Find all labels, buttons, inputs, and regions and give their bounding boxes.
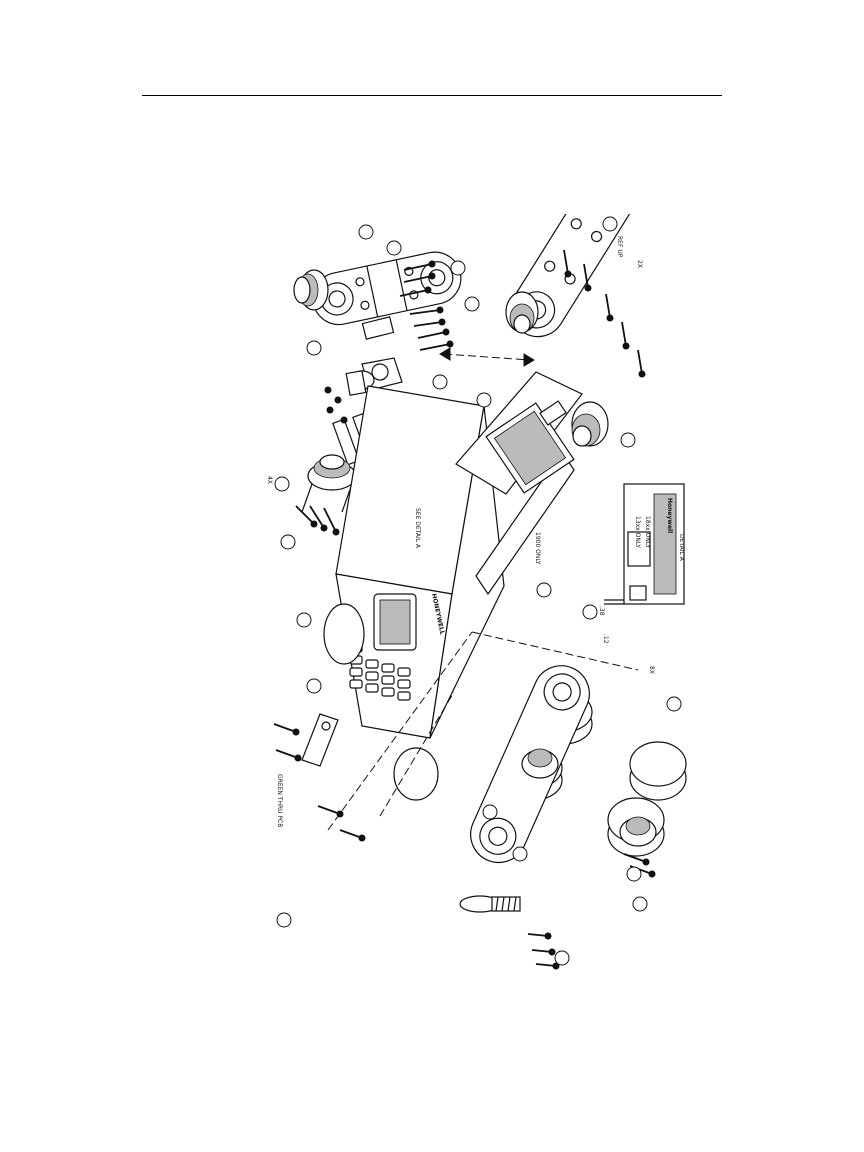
spring (460, 896, 520, 912)
double-arrow (440, 348, 534, 366)
label-mark-4x: 4X (266, 476, 273, 484)
label-mark-2x: 2X (636, 260, 643, 268)
strap-bracket (302, 714, 338, 766)
label-only-18: 18xx ONLY (644, 516, 651, 548)
label-see-detail: SEE DETAIL A (414, 508, 421, 549)
header-rule (142, 95, 722, 96)
top-end-cap-assembly (294, 247, 466, 350)
detail-dim-2: .12 (602, 634, 609, 644)
label-green-pcb: GREEN THRU PCB (276, 774, 283, 827)
label-only-13: 13xx ONLY (634, 516, 641, 548)
detail-a: Honeywell .38 .12 DETAIL A (598, 484, 685, 644)
exploded-view-drawing: HONEYWELL (244, 214, 724, 984)
label-only-19: 1900 ONLY (534, 532, 541, 565)
detail-dim-1: .38 (598, 606, 605, 616)
label-mark-8x: 8X (648, 666, 655, 674)
detail-title: DETAIL A (678, 534, 685, 562)
exploded-assembly-diagram: HONEYWELL (244, 214, 724, 984)
label-ref-up: REF UP (616, 236, 623, 258)
detail-brand-label: Honeywell (666, 498, 673, 533)
